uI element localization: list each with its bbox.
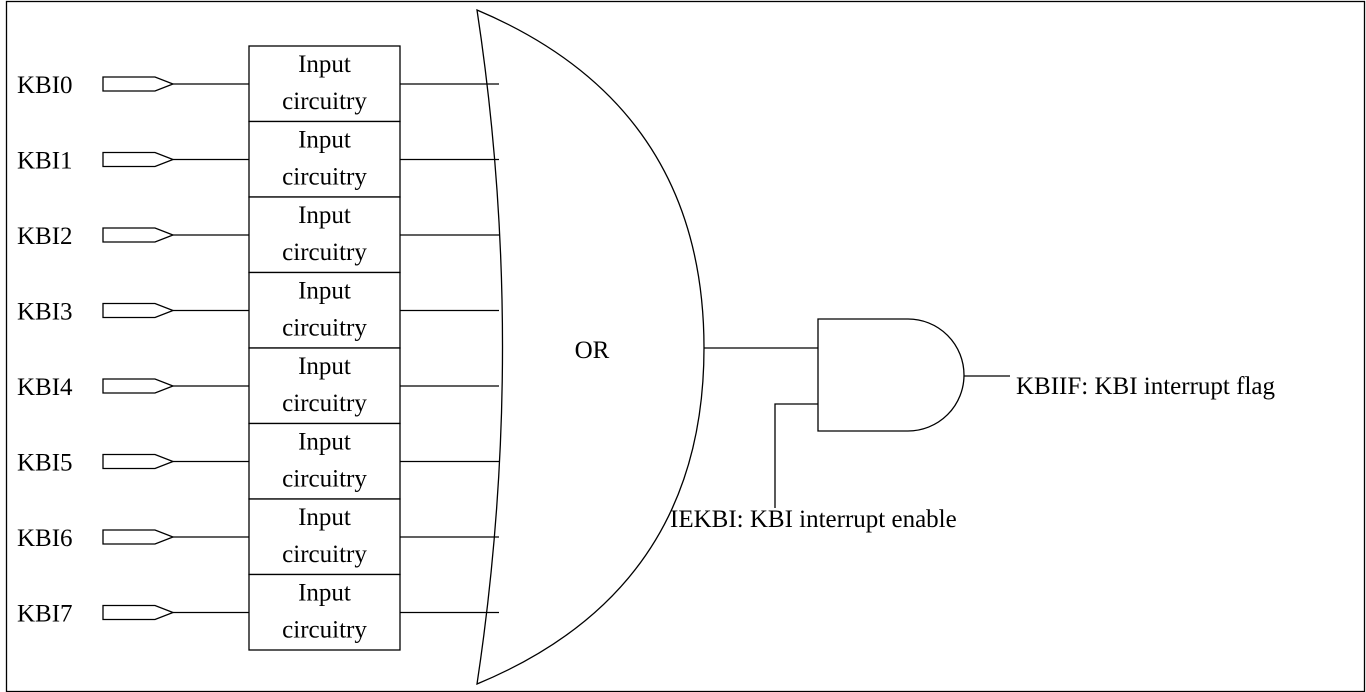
- or-gate: [476, 8, 705, 686]
- block-line1-4: Input: [298, 353, 351, 380]
- block-line1-0: Input: [298, 51, 351, 78]
- input-pin-1: [102, 151, 175, 168]
- input-circuitry-block-7: [248, 573, 401, 651]
- block-line2-7: circuitry: [282, 617, 367, 644]
- input-pin-4: [102, 378, 175, 394]
- input-circuitry-block-3: [248, 271, 401, 349]
- diagram-frame: [5, 0, 1366, 692]
- input-pin-0: [102, 76, 175, 92]
- block-line2-4: circuitry: [282, 390, 367, 417]
- block-line2-1: circuitry: [282, 164, 367, 191]
- input-label-5: KBI5: [17, 450, 73, 477]
- and-gate: [817, 318, 965, 432]
- input-circuitry-block-0: [248, 45, 401, 123]
- block-line1-5: Input: [298, 429, 351, 456]
- input-label-0: KBI0: [17, 72, 73, 99]
- enable-label: IEKBI: KBI interrupt enable: [670, 506, 957, 533]
- block-line1-1: Input: [298, 127, 351, 154]
- input-rows: KBI0InputcircuitryKBI1InputcircuitryKBI2…: [17, 45, 499, 651]
- input-label-1: KBI1: [17, 148, 73, 175]
- input-pin-7: [102, 604, 175, 621]
- output-label: KBIIF: KBI interrupt flag: [1016, 373, 1275, 400]
- input-pin-5: [102, 453, 175, 470]
- input-circuitry-block-6: [248, 498, 401, 576]
- block-line2-5: circuitry: [282, 466, 367, 493]
- block-line1-3: Input: [298, 278, 351, 305]
- block-line2-6: circuitry: [282, 541, 367, 568]
- block-line1-2: Input: [298, 202, 351, 229]
- input-circuitry-block-5: [248, 422, 401, 500]
- block-line2-2: circuitry: [282, 239, 367, 266]
- input-label-4: KBI4: [17, 374, 73, 401]
- input-label-3: KBI3: [17, 299, 73, 326]
- input-pin-2: [102, 227, 175, 243]
- block-line2-3: circuitry: [282, 315, 367, 342]
- input-label-6: KBI6: [17, 525, 73, 552]
- block-line2-0: circuitry: [282, 88, 367, 115]
- input-pin-6: [102, 529, 175, 545]
- block-line1-6: Input: [298, 504, 351, 531]
- input-pin-3: [102, 302, 175, 319]
- block-line1-7: Input: [298, 580, 351, 607]
- enable-wire: [774, 403, 818, 508]
- input-label-2: KBI2: [17, 223, 73, 250]
- or-label: OR: [575, 337, 610, 364]
- input-label-7: KBI7: [17, 601, 73, 628]
